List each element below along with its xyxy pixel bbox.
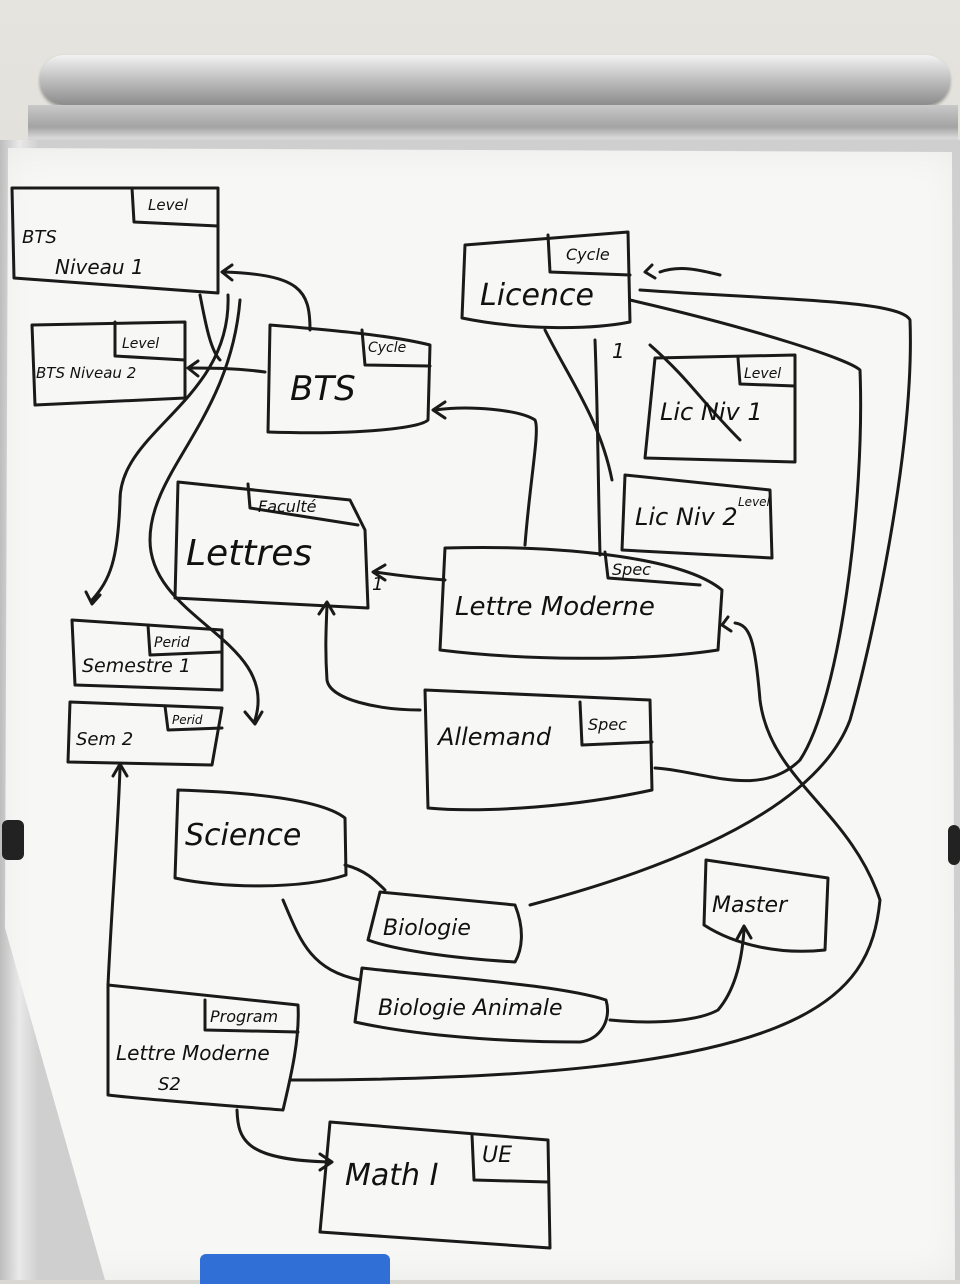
node-lettre-moderne[interactable]: Spec Lettre Moderne bbox=[438, 545, 724, 660]
tag-label: UE bbox=[482, 1143, 512, 1168]
node-allemand[interactable]: Spec Allemand bbox=[423, 688, 654, 812]
node-sem2[interactable]: Perid Sem 2 bbox=[66, 700, 224, 767]
tag-label: Spec bbox=[588, 715, 627, 734]
node-label: Math I bbox=[345, 1158, 439, 1193]
node-licence[interactable]: Cycle Licence 1 bbox=[460, 230, 632, 363]
node-semestre1[interactable]: Perid Semestre 1 bbox=[70, 618, 224, 692]
tag-label: Faculté bbox=[258, 497, 317, 516]
node-master[interactable]: Master bbox=[702, 858, 830, 953]
node-label: Licence bbox=[480, 278, 594, 313]
node-lic-niv1[interactable]: Level Lic Niv 1 bbox=[643, 353, 797, 464]
node-label: BTS bbox=[290, 369, 356, 409]
node-bts[interactable]: Cycle BTS bbox=[266, 323, 432, 435]
node-label: Niveau 1 bbox=[55, 255, 144, 279]
tag-label: Level bbox=[744, 366, 781, 382]
node-label: Lettre Moderne bbox=[455, 592, 655, 622]
whiteboard-surface bbox=[5, 148, 955, 1280]
node-math1[interactable]: UE Math I bbox=[318, 1120, 552, 1250]
frame-knob-left bbox=[2, 820, 24, 860]
tag-label: Program bbox=[210, 1007, 278, 1026]
board-top-tray bbox=[40, 55, 950, 105]
node-biologie-animale[interactable]: Biologie Animale bbox=[353, 966, 609, 1044]
tag-label: Level bbox=[148, 196, 189, 214]
tag-label: Perid bbox=[154, 635, 190, 651]
node-label: Lettres bbox=[186, 533, 312, 574]
node-lic-niv2[interactable]: Level Lic Niv 2 bbox=[620, 473, 774, 560]
tag-label: Perid bbox=[172, 713, 203, 727]
node-science[interactable]: Science bbox=[173, 788, 348, 888]
node-label: Master bbox=[712, 893, 789, 918]
frame-knob-right bbox=[948, 825, 960, 865]
eraser[interactable] bbox=[200, 1254, 390, 1284]
connectors bbox=[84, 263, 912, 1172]
node-label: BTS Niveau 2 bbox=[36, 364, 136, 382]
node-label: S2 bbox=[158, 1074, 181, 1095]
tag-label: Level bbox=[738, 495, 771, 509]
node-label: BTS bbox=[22, 227, 57, 248]
tag-label: Cycle bbox=[368, 340, 406, 356]
node-label: Sem 2 bbox=[76, 729, 133, 750]
node-label: Biologie bbox=[383, 916, 471, 941]
node-label: Semestre 1 bbox=[82, 655, 191, 677]
node-label: Allemand bbox=[436, 723, 552, 751]
node-label: Biologie Animale bbox=[378, 996, 563, 1021]
multiplicity-label: 1 bbox=[612, 339, 625, 363]
node-program-lettre-moderne[interactable]: Program Lettre Moderne S2 bbox=[106, 983, 300, 1112]
node-label: Lic Niv 2 bbox=[635, 503, 738, 531]
multiplicity-label: 1 bbox=[372, 574, 383, 595]
node-lettres[interactable]: Faculté Lettres 1 bbox=[173, 480, 383, 610]
node-label: Lic Niv 1 bbox=[660, 398, 763, 426]
node-label: Science bbox=[185, 818, 301, 853]
node-bts-niveau1[interactable]: Level BTS Niveau 1 bbox=[10, 186, 220, 295]
node-label: Lettre Moderne bbox=[116, 1041, 270, 1065]
node-bts-niveau2[interactable]: Level BTS Niveau 2 bbox=[30, 320, 187, 407]
tag-label: Spec bbox=[612, 560, 651, 579]
node-biologie[interactable]: Biologie bbox=[366, 890, 523, 964]
tag-label: Cycle bbox=[566, 245, 610, 264]
tag-label: Level bbox=[122, 336, 159, 352]
